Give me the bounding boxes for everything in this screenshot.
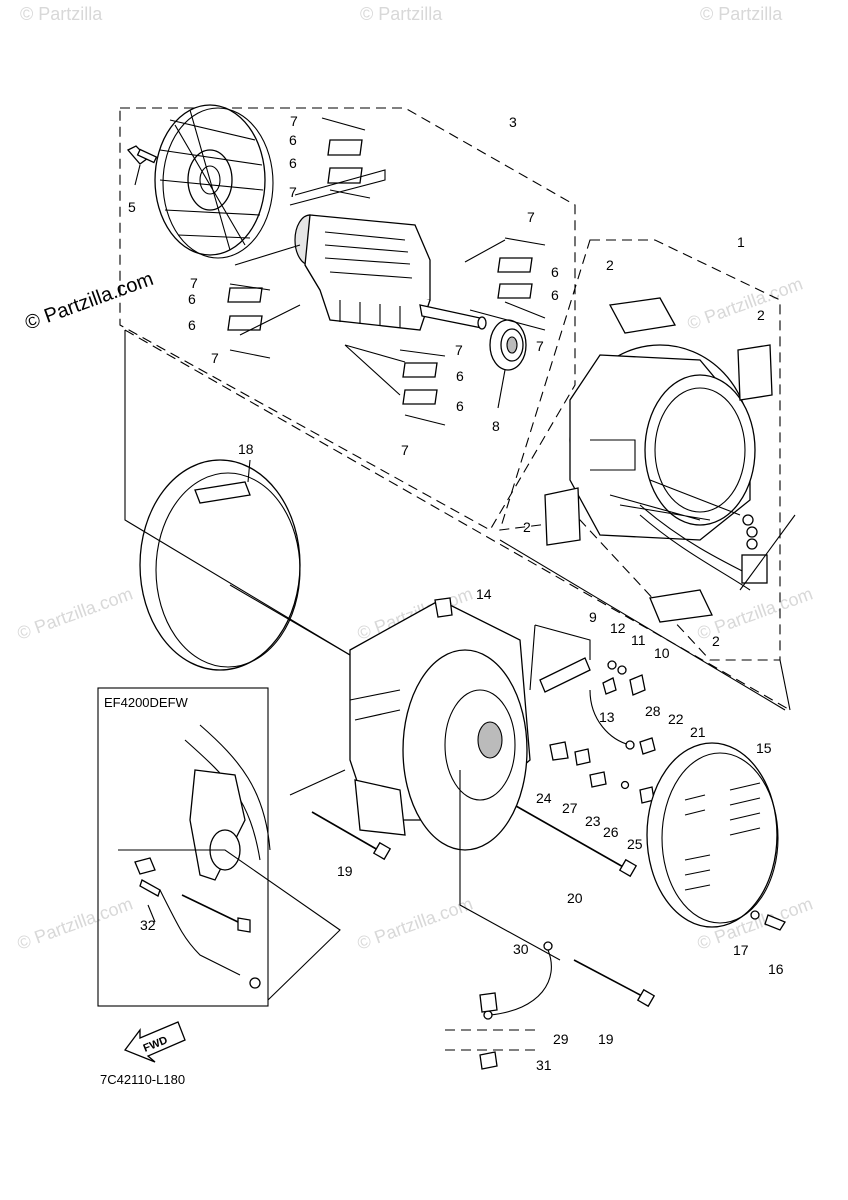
callout-26: 26 — [603, 824, 619, 840]
callout-7g: 7 — [455, 342, 463, 358]
callout-22: 22 — [668, 711, 684, 727]
diagram-code: 7C42110-L180 — [100, 1072, 185, 1087]
callouts: 1 2 2 2 2 3 5 6 6 6 6 6 6 6 6 7 7 7 7 7 … — [128, 113, 784, 1073]
callout-24: 24 — [536, 790, 552, 806]
callout-27: 27 — [562, 800, 578, 816]
fwd-arrow: FWD — [123, 1021, 186, 1063]
callout-1: 1 — [737, 234, 745, 250]
watermark-top-left: © Partzilla — [20, 4, 103, 24]
callout-5: 5 — [128, 199, 136, 215]
watermark-main: © Partzilla.com — [22, 268, 156, 335]
callout-6f: 6 — [551, 287, 559, 303]
bearing — [489, 319, 527, 409]
callout-29: 29 — [553, 1031, 569, 1047]
callout-7a: 7 — [290, 113, 298, 129]
callout-21: 21 — [690, 724, 706, 740]
fan-bolt — [126, 145, 158, 186]
callout-6d: 6 — [188, 317, 196, 333]
diode-and-plate-parts — [227, 117, 546, 426]
callout-6c: 6 — [188, 291, 196, 307]
callout-2d: 2 — [712, 633, 720, 649]
callout-2b: 2 — [757, 307, 765, 323]
watermark-top-mid: © Partzilla — [360, 4, 443, 24]
callout-7f: 7 — [536, 338, 544, 354]
stator — [569, 344, 768, 591]
through-bolts — [311, 805, 786, 1008]
watermark-mid-3: © Partzilla.com — [355, 893, 476, 953]
callout-20: 20 — [567, 890, 583, 906]
rear-housing — [349, 597, 531, 851]
callout-19a: 19 — [337, 863, 353, 879]
watermark-left-2: © Partzilla.com — [15, 583, 136, 643]
callout-6b: 6 — [289, 155, 297, 171]
callout-19b: 19 — [598, 1031, 614, 1047]
callout-2a: 2 — [606, 257, 614, 273]
callout-13: 13 — [599, 709, 615, 725]
callout-30: 30 — [513, 941, 529, 957]
watermark-top-right: © Partzilla — [700, 4, 783, 24]
stator-band — [139, 459, 301, 671]
callout-6g: 6 — [456, 368, 464, 384]
callout-18: 18 — [238, 441, 254, 457]
callout-6a: 6 — [289, 132, 297, 148]
inset-title: EF4200DEFW — [104, 695, 189, 710]
brush-holder-hardware — [529, 624, 656, 804]
callout-25: 25 — [627, 836, 643, 852]
end-cover — [646, 742, 779, 928]
leader-lines — [124, 330, 796, 961]
rotor-group-outline — [119, 107, 791, 711]
callout-16: 16 — [768, 961, 784, 977]
callout-14: 14 — [476, 586, 492, 602]
callout-6h: 6 — [456, 398, 464, 414]
callout-9: 9 — [589, 609, 597, 625]
watermark-left-3: © Partzilla.com — [15, 893, 136, 953]
callout-23: 23 — [585, 813, 601, 829]
callout-7b: 7 — [289, 184, 297, 200]
callout-12: 12 — [610, 620, 626, 636]
callout-3: 3 — [509, 114, 517, 130]
callout-15: 15 — [756, 740, 772, 756]
callout-7d: 7 — [211, 350, 219, 366]
callout-8: 8 — [492, 418, 500, 434]
callout-6e: 6 — [551, 264, 559, 280]
callout-10: 10 — [654, 645, 670, 661]
cooling-fan — [154, 104, 274, 259]
callout-11: 11 — [631, 632, 646, 648]
callout-7h: 7 — [401, 442, 409, 458]
insulators — [544, 297, 773, 623]
ground-lead — [445, 941, 553, 1070]
callout-7c: 7 — [190, 275, 198, 291]
rotor — [294, 214, 487, 331]
callout-31: 31 — [536, 1057, 552, 1073]
watermark-right-1: © Partzilla.com — [685, 273, 806, 333]
callout-17: 17 — [733, 942, 749, 958]
callout-28: 28 — [645, 703, 661, 719]
callout-32: 32 — [140, 917, 156, 933]
callout-7e: 7 — [527, 209, 535, 225]
callout-2c: 2 — [523, 519, 531, 535]
inset-ef4200defw: EF4200DEFW — [97, 687, 341, 1007]
